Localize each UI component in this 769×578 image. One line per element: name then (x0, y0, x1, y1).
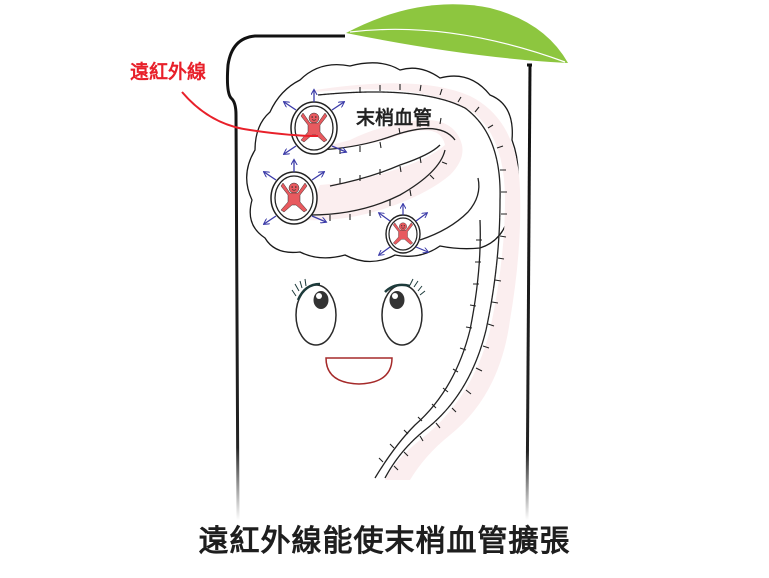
face (291, 278, 426, 385)
infrared-pointer-line (181, 91, 319, 137)
mouth (325, 357, 393, 385)
left-eye (291, 278, 337, 346)
right-eye (381, 278, 426, 346)
caption: 遠紅外線能使末梢血管擴張 (198, 524, 571, 559)
vessel-cell-3 (379, 204, 428, 255)
container-outline (225, 34, 532, 521)
far-infrared-label: 遠紅外線 (130, 61, 207, 83)
peripheral-vessel-label: 末梢血管 (356, 107, 433, 129)
arrow-outward-icon (379, 204, 428, 255)
arrow-outward-icon (264, 160, 326, 224)
vessel-cell-1 (284, 90, 346, 154)
leaf-icon (346, 4, 568, 63)
peripheral-vessel (305, 83, 521, 481)
arrow-outward-icon (284, 90, 346, 154)
vessel-cell-2 (264, 160, 326, 224)
